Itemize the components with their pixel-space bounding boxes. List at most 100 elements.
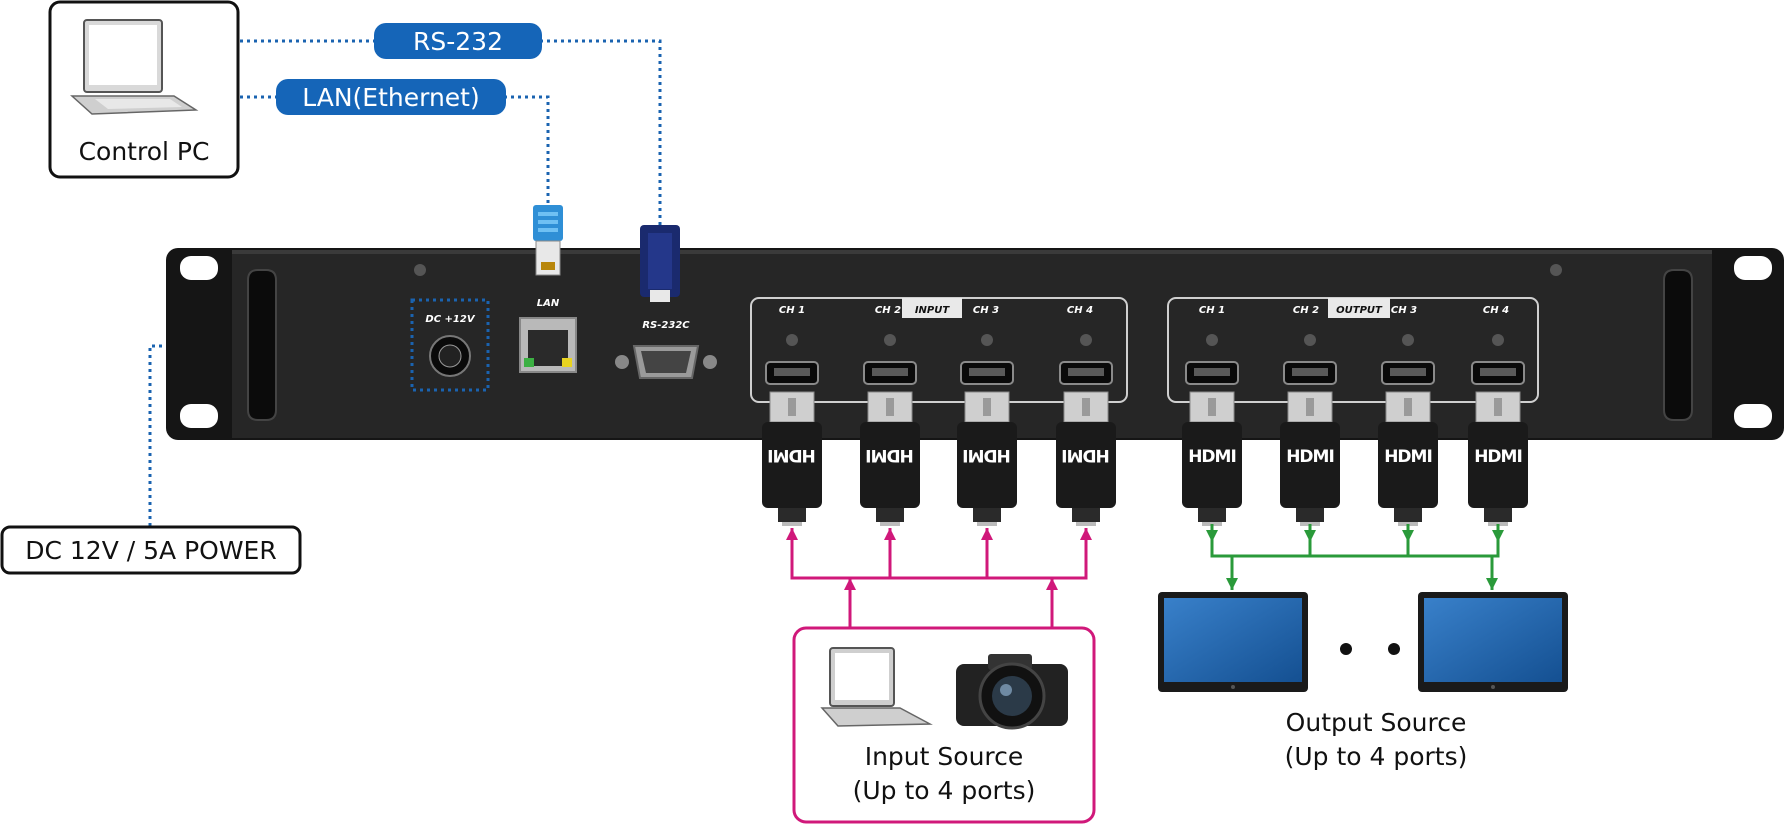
output-hdmi-4: HDMI (1468, 334, 1528, 526)
hdmi-cable-icon (860, 422, 920, 508)
ellipsis-dots (1340, 643, 1400, 655)
output-source-label: Output Source (1286, 708, 1467, 737)
hdmi-cable-icon (762, 422, 822, 508)
screw-icon (703, 355, 717, 369)
hdmi-logo-text: HDMI (866, 445, 914, 465)
rack-handle-right (1663, 269, 1693, 421)
rs232-label: RS-232 (413, 27, 503, 56)
screw-icon (981, 334, 993, 346)
input-panel: INPUT CH 1 CH 2 CH 3 CH 4 (750, 297, 1128, 403)
input-hdmi-1: HDMI (762, 334, 822, 526)
input-ch4-label: CH 4 (1067, 305, 1093, 316)
screw-icon (1080, 334, 1092, 346)
rack-handle-left (247, 269, 277, 421)
dc-port: DC +12V (410, 298, 490, 392)
hdmi-logo-text: HDMI (1188, 447, 1236, 467)
input-hdmi-2: HDMI (860, 334, 920, 526)
hdmi-cable-icon (1056, 422, 1116, 508)
hdmi-cable-icon (1378, 422, 1438, 508)
screw-icon (1402, 334, 1414, 346)
arrow-up-icon (1046, 578, 1058, 590)
lan-port-label: LAN (537, 298, 560, 309)
control-pc-label: Control PC (79, 137, 210, 166)
output-display-right (1418, 592, 1568, 692)
arrow-up-icon (1080, 528, 1092, 540)
rack-hole (180, 404, 218, 428)
arrow-down-icon (1492, 530, 1504, 542)
hdmi-cable-icon (957, 422, 1017, 508)
screw-icon (1206, 334, 1218, 346)
output-panel-header: OUTPUT (1336, 305, 1383, 316)
rs232-cable-plug-icon (640, 225, 680, 302)
arrow-up-icon (786, 528, 798, 540)
control-pc-box: Control PC (48, 0, 240, 179)
dc-power-link: DC 12V / 5A POWER (0, 344, 414, 575)
output-ch2-label: CH 2 (1293, 305, 1319, 316)
output-ch3-label: CH 3 (1391, 305, 1417, 316)
input-ch1-label: CH 1 (779, 305, 805, 316)
screw-icon (884, 334, 896, 346)
hdmi-logo-text: HDMI (1062, 445, 1110, 465)
hdmi-cable-icon (1182, 422, 1242, 508)
input-hdmi-4: HDMI (1056, 334, 1116, 526)
lan-link: LAN(Ethernet) (240, 79, 550, 205)
screw-icon (1492, 334, 1504, 346)
dc-port-label: DC +12V (425, 314, 475, 325)
arrow-down-icon (1304, 530, 1316, 542)
hdmi-logo-text: HDMI (963, 445, 1011, 465)
arrow-down-icon (1402, 530, 1414, 542)
arrow-down-icon (1226, 578, 1238, 590)
hdmi-logo-text: HDMI (1286, 447, 1334, 467)
screw-icon (1304, 334, 1316, 346)
output-hdmi-3: HDMI (1378, 334, 1438, 526)
dc-power-box (0, 525, 302, 575)
input-ch2-label: CH 2 (875, 305, 901, 316)
input-source-label: Input Source (865, 742, 1024, 771)
lan-port: LAN (519, 298, 577, 373)
output-panel: OUTPUT CH 1 CH 2 CH 3 CH 4 (1167, 297, 1539, 403)
input-ch3-label: CH 3 (973, 305, 999, 316)
output-display-left (1158, 592, 1308, 692)
hdmi-logo-text: HDMI (1384, 447, 1432, 467)
arrow-up-icon (844, 578, 856, 590)
output-distribution-lines (1206, 524, 1504, 590)
hdmi-cable-icon (1280, 422, 1340, 508)
lan-pill (276, 79, 506, 115)
lan-label: LAN(Ethernet) (302, 83, 480, 112)
rs232-pill (374, 23, 542, 59)
rack-hole (1734, 404, 1772, 428)
output-hdmi-1: HDMI (1182, 334, 1242, 526)
input-panel-header: INPUT (915, 305, 951, 316)
input-source-box: Input Source (Up to 4 ports) (792, 626, 1096, 824)
input-laptop-icon (820, 647, 933, 727)
arrow-down-icon (1206, 530, 1218, 542)
screw-icon (786, 334, 798, 346)
arrow-up-icon (981, 528, 993, 540)
arrow-down-icon (1486, 578, 1498, 590)
rs232c-port: RS-232C (615, 320, 717, 379)
input-camera-icon (956, 654, 1068, 730)
screw-icon (615, 355, 629, 369)
input-hdmi-3: HDMI (957, 334, 1017, 526)
lan-cable-plug-icon (533, 205, 563, 276)
hdmi-logo-text: HDMI (768, 445, 816, 465)
output-hdmi-2: HDMI (1280, 334, 1340, 526)
screw-icon (414, 264, 426, 276)
screw-icon (1550, 264, 1562, 276)
hdmi-cable-icon (1468, 422, 1528, 508)
rack-hole (1734, 256, 1772, 280)
input-source-sublabel: (Up to 4 ports) (853, 776, 1036, 805)
output-source-sublabel: (Up to 4 ports) (1285, 742, 1468, 771)
rack-hole (180, 256, 218, 280)
rs232c-port-label: RS-232C (642, 320, 690, 331)
arrow-up-icon (884, 528, 896, 540)
input-distribution-lines (786, 528, 1092, 628)
dc-power-label: DC 12V / 5A POWER (25, 536, 276, 565)
rs232-link: RS-232 (240, 23, 662, 225)
hdmi-logo-text: HDMI (1474, 447, 1522, 467)
hdmi-connectors: HDMI HDMI HDMI HDMI HDMI HDMI HDMI HDMI (762, 334, 1528, 526)
control-pc-laptop-icon (70, 19, 199, 115)
output-ch1-label: CH 1 (1199, 305, 1225, 316)
